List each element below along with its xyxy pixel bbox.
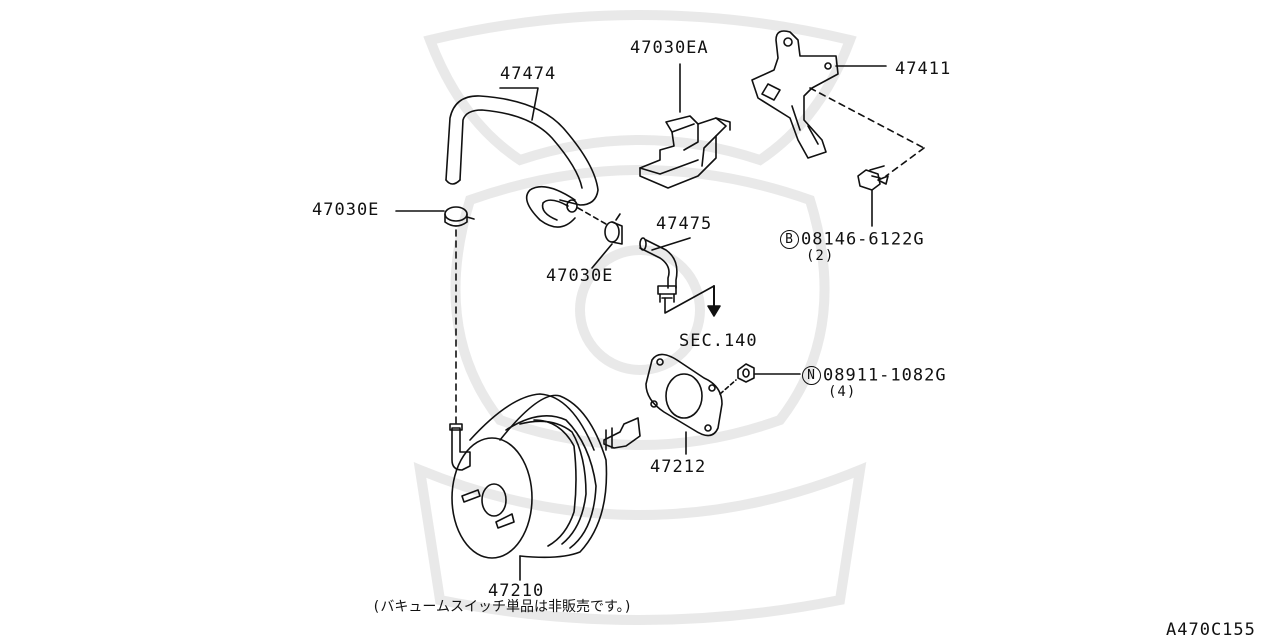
- dashed-link-2: [577, 207, 607, 225]
- clamp-47030E-right: [604, 213, 623, 245]
- nut-08911: [737, 363, 755, 383]
- bracket-47030EA: [639, 115, 731, 189]
- sec140-line: [664, 285, 715, 314]
- label-bolt-qty: (2): [806, 248, 835, 264]
- label-47212: 47212: [650, 457, 707, 477]
- bolt-prefix-circle: B: [780, 230, 799, 249]
- brake-booster-47210: [449, 393, 641, 559]
- nut-part-number: 08911-1082G: [823, 365, 947, 386]
- label-47210: 47210: [488, 581, 545, 601]
- watermark-emblem: [413, 10, 867, 625]
- gasket-47212: [645, 353, 723, 437]
- clamp-47030E-left: [444, 206, 475, 227]
- drawing: [395, 30, 925, 581]
- diagram-code: A470C155: [1166, 620, 1256, 640]
- leader-47475: [651, 237, 691, 251]
- nut-prefix-circle: N: [802, 366, 821, 385]
- label-nut-qty: (4): [828, 384, 857, 400]
- bolt-part-number: 08146-6122G: [801, 229, 925, 250]
- leader-47474: [499, 87, 539, 121]
- label-47474: 47474: [500, 64, 557, 84]
- note-vacuum-switch: (バキュームスイッチ単品は非販売です。): [372, 599, 633, 615]
- label-sec140: SEC.140: [679, 331, 758, 351]
- bracket-47411: [751, 30, 839, 159]
- label-47030E-left: 47030E: [312, 200, 380, 220]
- label-47030EA: 47030EA: [630, 38, 709, 58]
- label-47475: 47475: [656, 214, 713, 234]
- label-47030E-right: 47030E: [546, 266, 614, 286]
- valve-47475: [639, 237, 678, 303]
- hose-47474: [445, 95, 599, 228]
- leader-47030E-right: [591, 243, 613, 269]
- label-47411: 47411: [895, 59, 952, 79]
- bolt-08146: [857, 165, 889, 191]
